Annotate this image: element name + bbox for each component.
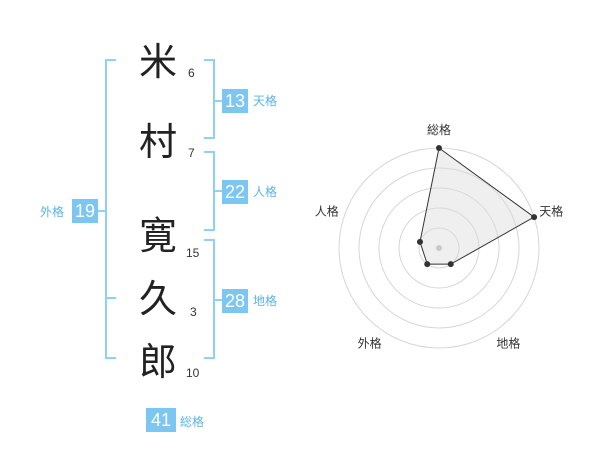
- stroke-count-5: 10: [186, 366, 200, 380]
- stroke-count-1: 6: [188, 66, 195, 80]
- stroke-count-3: 15: [186, 246, 200, 260]
- radar-ring-4: [358, 167, 520, 329]
- stroke-count-4: 3: [190, 305, 197, 319]
- radar-ring-1: [418, 227, 460, 269]
- gaikaku-value: 19: [72, 199, 98, 223]
- gaikaku-bracket: [105, 59, 116, 359]
- radar-point-1: [436, 145, 442, 151]
- tenkaku-label: 天格: [253, 94, 278, 108]
- gaikaku-label: 外格: [40, 205, 65, 219]
- name-char-3: 寛: [138, 214, 177, 258]
- name-char-4: 久: [138, 277, 177, 321]
- radar-area: [419, 147, 536, 265]
- chikaku-value: 28: [222, 289, 248, 313]
- jinkaku-label: 人格: [253, 185, 278, 199]
- name-char-1: 米: [138, 40, 177, 84]
- radar-point-2: [531, 214, 538, 221]
- chikaku-label: 地格: [253, 294, 278, 308]
- name-char-2: 村: [138, 120, 177, 164]
- radar-axis-label-2: 天格: [539, 204, 563, 219]
- radar-ring-3: [378, 187, 500, 309]
- soukaku-value: 41: [146, 408, 176, 432]
- name-char-5: 郎: [138, 340, 177, 384]
- radar-point-4: [424, 261, 431, 268]
- stroke-count-2: 7: [188, 146, 195, 160]
- tenkaku-value: 13: [222, 89, 248, 113]
- radar-point-3: [447, 261, 454, 268]
- radar-center-dot: [436, 245, 442, 251]
- radar-point-5: [416, 238, 423, 245]
- tenkaku-bracket: [204, 59, 215, 139]
- soukaku-label: 総格: [180, 415, 205, 429]
- radar-axis-label-3: 地格: [496, 335, 520, 350]
- radar-axis-label-1: 総格: [427, 122, 451, 137]
- radar-axis-label-4: 外格: [358, 335, 382, 350]
- radar-axis-label-5: 人格: [315, 204, 339, 219]
- jinkaku-value: 22: [222, 180, 248, 204]
